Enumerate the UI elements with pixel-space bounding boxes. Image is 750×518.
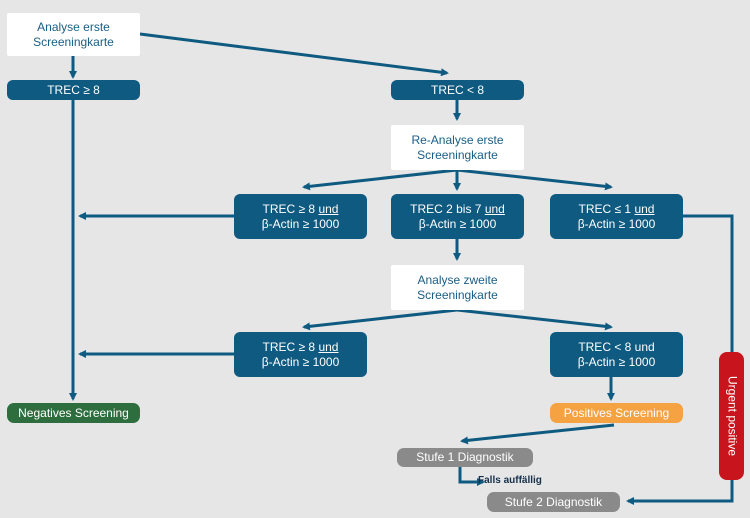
node-trec-ge8-top-label: TREC ≥ 8 <box>47 82 100 97</box>
ra-left-line1: TREC ≥ 8 und <box>262 202 340 217</box>
ra-left-pre: TREC ≥ 8 <box>262 201 319 216</box>
node-negatives-screening: Negatives Screening <box>7 403 140 423</box>
node-analyse-zweite-line1: Analyse zweite <box>417 272 498 287</box>
stufe2-label: Stufe 2 Diagnostik <box>504 494 603 509</box>
arrow-analyse-zweite-to-az-right <box>456 308 613 331</box>
arrow-stufe1-to-stufe2 <box>458 467 485 486</box>
node-reanalyse-result-mid: TREC 2 bis 7 und β-Actin ≥ 1000 <box>391 194 524 239</box>
node-urgent-positive: Urgent positive <box>719 352 744 480</box>
stufe1-label: Stufe 1 Diagnostik <box>416 450 514 464</box>
node-stufe1-diagnostik: Stufe 1 Diagnostik <box>397 448 533 467</box>
node-reanalyse-result-left: TREC ≥ 8 und β-Actin ≥ 1000 <box>234 194 367 239</box>
node-analyse-zweite-line2: Screeningkarte <box>417 287 498 302</box>
annotation-falls-auffaellig: Falls auffällig <box>478 475 542 486</box>
negatives-label: Negatives Screening <box>18 405 129 420</box>
ra-mid-line2: β-Actin ≥ 1000 <box>418 216 497 231</box>
node-reanalyse-line1: Re-Analyse erste <box>411 132 504 147</box>
node-analyse-erste-line1: Analyse erste <box>37 19 110 34</box>
ra-left-und: und <box>318 201 339 216</box>
node-reanalyse-erste-screeningkarte: Re-Analyse erste Screeningkarte <box>391 125 524 170</box>
az-right-line1: TREC < 8 und <box>578 339 655 354</box>
ra-left-line2: β-Actin ≥ 1000 <box>261 216 340 231</box>
arrow-analyse-to-trec-lt8 <box>139 32 449 77</box>
ra-right-und: und <box>634 201 655 216</box>
arrow-analyse-zweite-to-az-left <box>302 308 458 331</box>
ra-mid-pre: TREC 2 bis 7 <box>410 201 485 216</box>
arrow-positives-to-stufe1 <box>460 423 615 445</box>
az-left-line2: β-Actin ≥ 1000 <box>261 354 340 369</box>
arrow-reanalyse-to-ra-right <box>456 168 613 191</box>
node-analyse-erste-line2: Screeningkarte <box>33 34 114 49</box>
arrow-reanalyse-to-ra-left <box>302 168 458 191</box>
node-positives-screening: Positives Screening <box>550 403 683 423</box>
ra-right-pre: TREC ≤ 1 <box>578 201 635 216</box>
ra-right-line2: β-Actin ≥ 1000 <box>577 216 656 231</box>
node-reanalyse-line2: Screeningkarte <box>417 147 498 162</box>
arrow-urgent-to-stufe2 <box>626 480 734 505</box>
ra-mid-line1: TREC 2 bis 7 und <box>410 202 505 217</box>
az-left-line1: TREC ≥ 8 und <box>262 340 340 355</box>
az-left-pre: TREC ≥ 8 <box>262 339 319 354</box>
line-ra-right-to-urgent <box>683 214 734 352</box>
node-reanalyse-result-right: TREC ≤ 1 und β-Actin ≥ 1000 <box>550 194 683 239</box>
node-trec-lt8-top: TREC < 8 <box>391 80 524 100</box>
urgent-label: Urgent positive <box>725 375 739 457</box>
node-trec-lt8-top-label: TREC < 8 <box>430 82 484 97</box>
ra-mid-und: und <box>484 201 505 216</box>
node-stufe2-diagnostik: Stufe 2 Diagnostik <box>487 492 620 512</box>
ra-right-line1: TREC ≤ 1 und <box>578 202 656 217</box>
az-right-line2: β-Actin ≥ 1000 <box>577 354 656 369</box>
node-zweite-result-right: TREC < 8 und β-Actin ≥ 1000 <box>550 332 683 377</box>
node-trec-ge8-top: TREC ≥ 8 <box>7 80 140 100</box>
node-analyse-erste-screeningkarte: Analyse erste Screeningkarte <box>7 13 140 56</box>
az-left-und: und <box>318 339 339 354</box>
positives-label: Positives Screening <box>563 405 670 420</box>
node-analyse-zweite-screeningkarte: Analyse zweite Screeningkarte <box>391 265 524 310</box>
node-zweite-result-left: TREC ≥ 8 und β-Actin ≥ 1000 <box>234 332 367 377</box>
